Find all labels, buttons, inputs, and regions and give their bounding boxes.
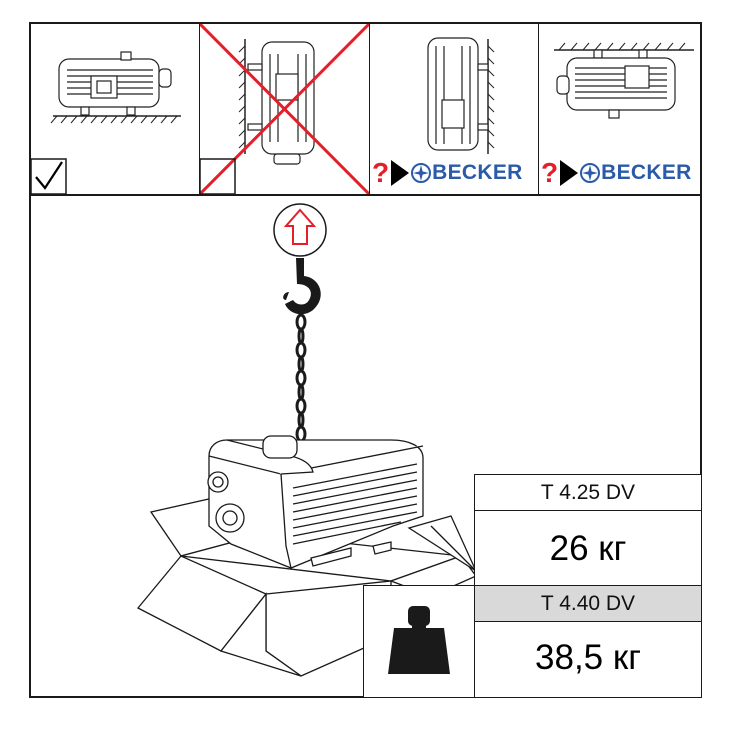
up-arrow-icon [273, 203, 327, 257]
becker-brand-badge-2: ? BECKER [541, 159, 692, 187]
becker-logo-icon [411, 163, 432, 183]
pump-floor-illustration [31, 51, 181, 194]
question-icon: ? [372, 157, 390, 188]
lifting-illustration [136, 203, 478, 677]
model-row-2: T 4.40 DV [475, 586, 701, 622]
mount-cell-wall-consult: ? BECKER [370, 24, 539, 194]
mount-cell-wall-prohibited [200, 24, 370, 194]
question-icon: ? [541, 157, 559, 188]
pump-wall-illustration [200, 24, 369, 194]
pump-upright-illustration [427, 37, 495, 154]
weight-row-2: 38,5 кг [475, 622, 701, 697]
mount-cell-ceiling-consult: ? BECKER [539, 24, 704, 194]
brand-name: BECKER [601, 161, 692, 184]
pump-ceiling-illustration [554, 42, 694, 119]
arrow-right-icon [560, 160, 579, 186]
arrow-right-icon [391, 160, 410, 186]
crane-hook-icon [283, 258, 321, 315]
weight-row-1: 26 кг [475, 511, 701, 586]
becker-logo-icon [580, 163, 601, 183]
weight-icon [388, 606, 450, 674]
weight-value: 38,5 кг [535, 638, 641, 677]
weight-value: 26 кг [549, 529, 627, 568]
brand-name: BECKER [432, 161, 523, 184]
model-name: T 4.25 DV [540, 481, 636, 504]
check-icon [35, 161, 63, 190]
model-name: T 4.40 DV [540, 592, 636, 615]
weight-icon-box [363, 585, 475, 698]
becker-brand-badge: ? BECKER [372, 159, 523, 187]
row-divider [31, 194, 700, 196]
instruction-frame: ? BECKER [29, 22, 702, 698]
weight-table: T 4.25 DV 26 кг T 4.40 DV 38,5 кг [474, 474, 702, 698]
mount-cell-floor [31, 24, 200, 194]
cross-icon [200, 24, 369, 194]
model-row-1: T 4.25 DV [475, 475, 701, 511]
